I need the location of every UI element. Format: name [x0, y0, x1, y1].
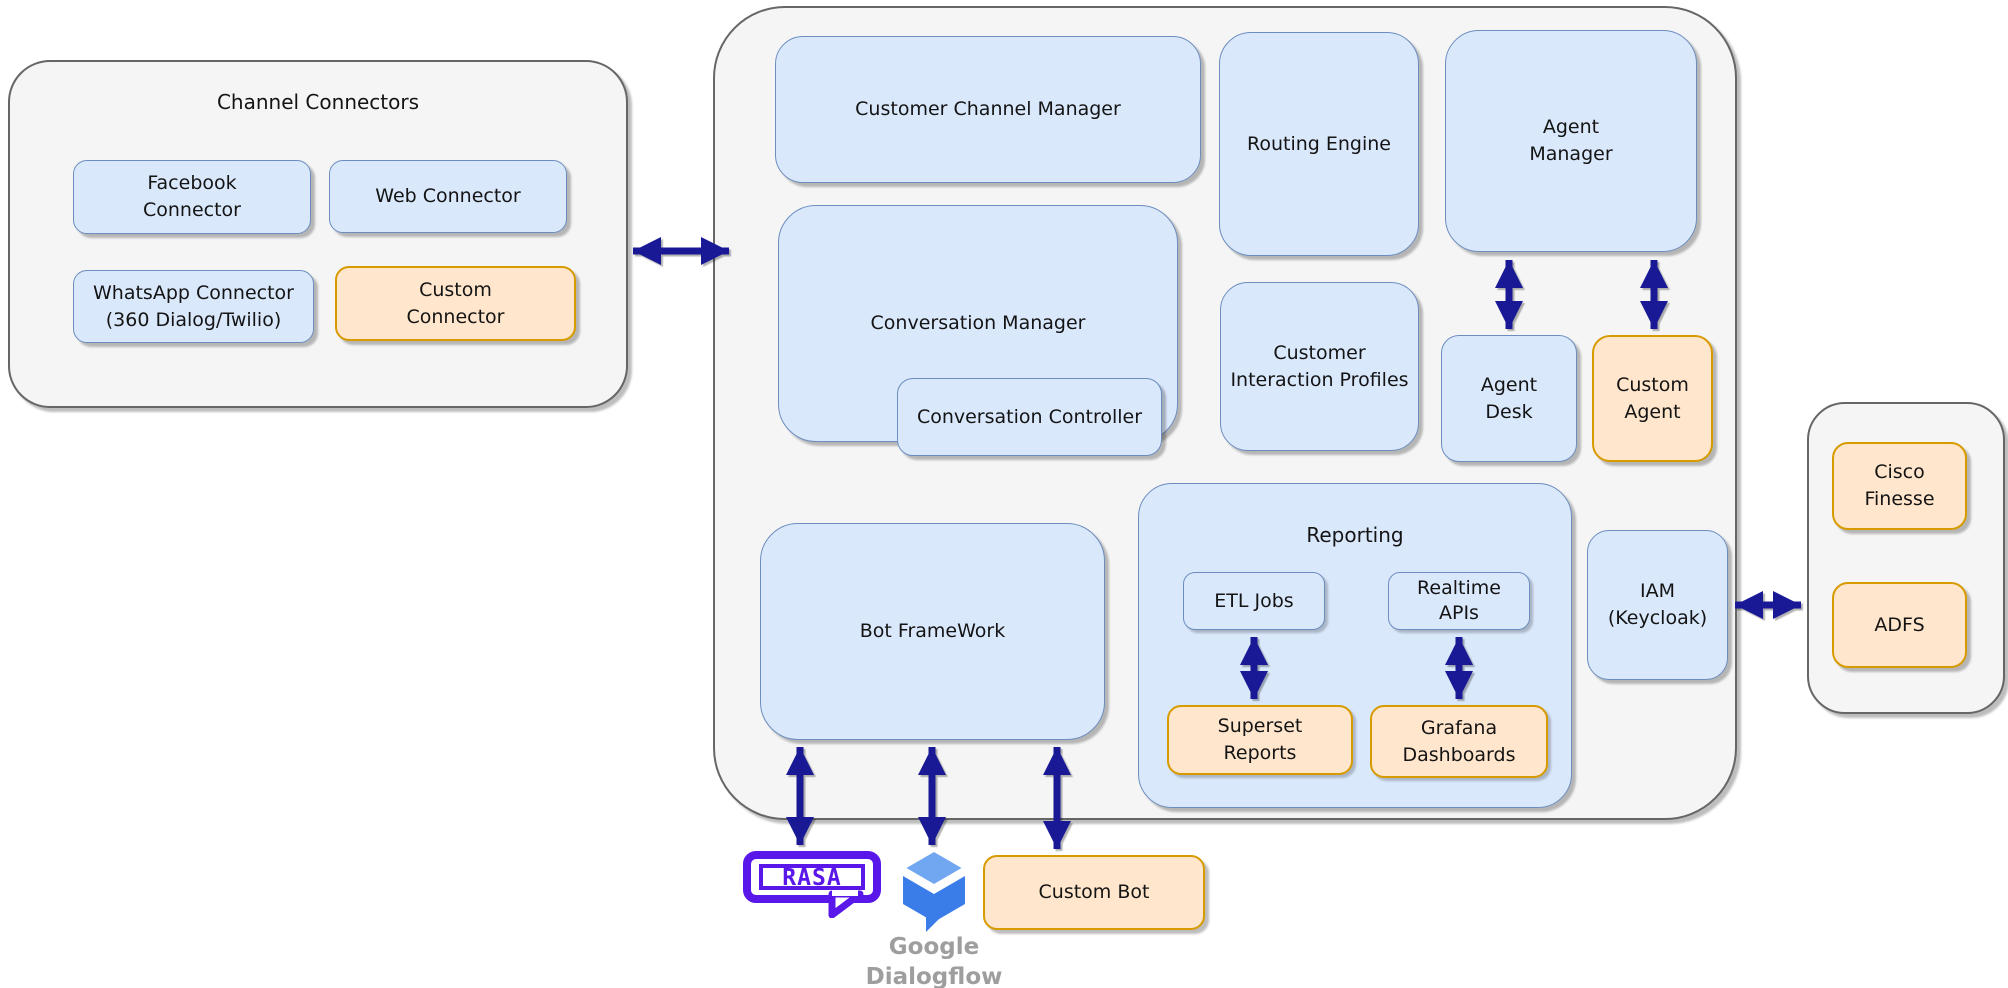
node-cisco-finesse: Cisco Finesse	[1832, 442, 1967, 530]
node-routing-engine: Routing Engine	[1219, 32, 1419, 256]
node-web-connector: Web Connector	[329, 160, 567, 233]
node-etl-jobs: ETL Jobs	[1183, 572, 1325, 630]
node-superset-reports: Superset Reports	[1167, 705, 1353, 775]
rasa-logo-icon: RASA	[743, 851, 881, 918]
node-label: WhatsApp Connector (360 Dialog/Twilio)	[93, 281, 294, 331]
node-agent-manager: Agent Manager	[1445, 30, 1697, 252]
node-facebook-connector: Facebook Connector	[73, 160, 311, 234]
node-conversation-controller: Conversation Controller	[897, 378, 1162, 456]
node-agent-desk: Agent Desk	[1441, 335, 1577, 462]
channel-connectors-group: Channel Connectors	[8, 60, 628, 408]
node-custom-bot: Custom Bot	[983, 855, 1205, 930]
node-label: Bot FrameWork	[859, 620, 1006, 642]
google-dialogflow-icon	[899, 848, 969, 932]
node-whatsapp-connector: WhatsApp Connector (360 Dialog/Twilio)	[73, 270, 314, 343]
node-custom-agent: Custom Agent	[1592, 335, 1713, 462]
node-label: Web Connector	[375, 185, 521, 207]
channel-connectors-title: Channel Connectors	[216, 90, 420, 114]
node-label: Agent Desk	[1480, 373, 1538, 423]
node-bot-framework: Bot FrameWork	[760, 523, 1105, 740]
node-label: Agent Manager	[1529, 116, 1613, 165]
node-label: IAM (Keycloak)	[1607, 580, 1708, 629]
node-label: Customer Interaction Profiles	[1230, 341, 1409, 391]
node-label: Realtime APIs	[1417, 577, 1501, 624]
node-realtime-apis: Realtime APIs	[1388, 572, 1530, 630]
node-adfs: ADFS	[1832, 582, 1967, 668]
node-label: Custom Connector	[406, 278, 505, 328]
node-label: Conversation Controller	[916, 405, 1143, 428]
node-label: Cisco Finesse	[1864, 461, 1935, 510]
reporting-title: Reporting	[1306, 523, 1404, 547]
node-label: Custom Bot	[1038, 881, 1150, 903]
node-custom-connector: Custom Connector	[335, 266, 576, 341]
node-label: ETL Jobs	[1214, 589, 1294, 612]
google-dialogflow-label: Google Dialogflow	[865, 934, 1003, 988]
node-customer-channel-manager: Customer Channel Manager	[775, 36, 1201, 183]
node-label: Routing Engine	[1246, 132, 1391, 155]
rasa-logo-text: RASA	[782, 865, 841, 891]
node-iam-keycloak: IAM (Keycloak)	[1587, 530, 1728, 680]
node-label: Superset Reports	[1217, 715, 1303, 764]
node-label: Custom Agent	[1616, 373, 1689, 423]
node-label: ADFS	[1874, 613, 1925, 636]
node-label: Facebook Connector	[143, 172, 241, 221]
node-label: Conversation Manager	[870, 312, 1086, 334]
node-grafana-dashboards: Grafana Dashboards	[1370, 705, 1548, 778]
node-label: Grafana Dashboards	[1402, 716, 1516, 766]
node-customer-interaction-profiles: Customer Interaction Profiles	[1220, 282, 1419, 451]
node-label: Customer Channel Manager	[855, 98, 1121, 120]
